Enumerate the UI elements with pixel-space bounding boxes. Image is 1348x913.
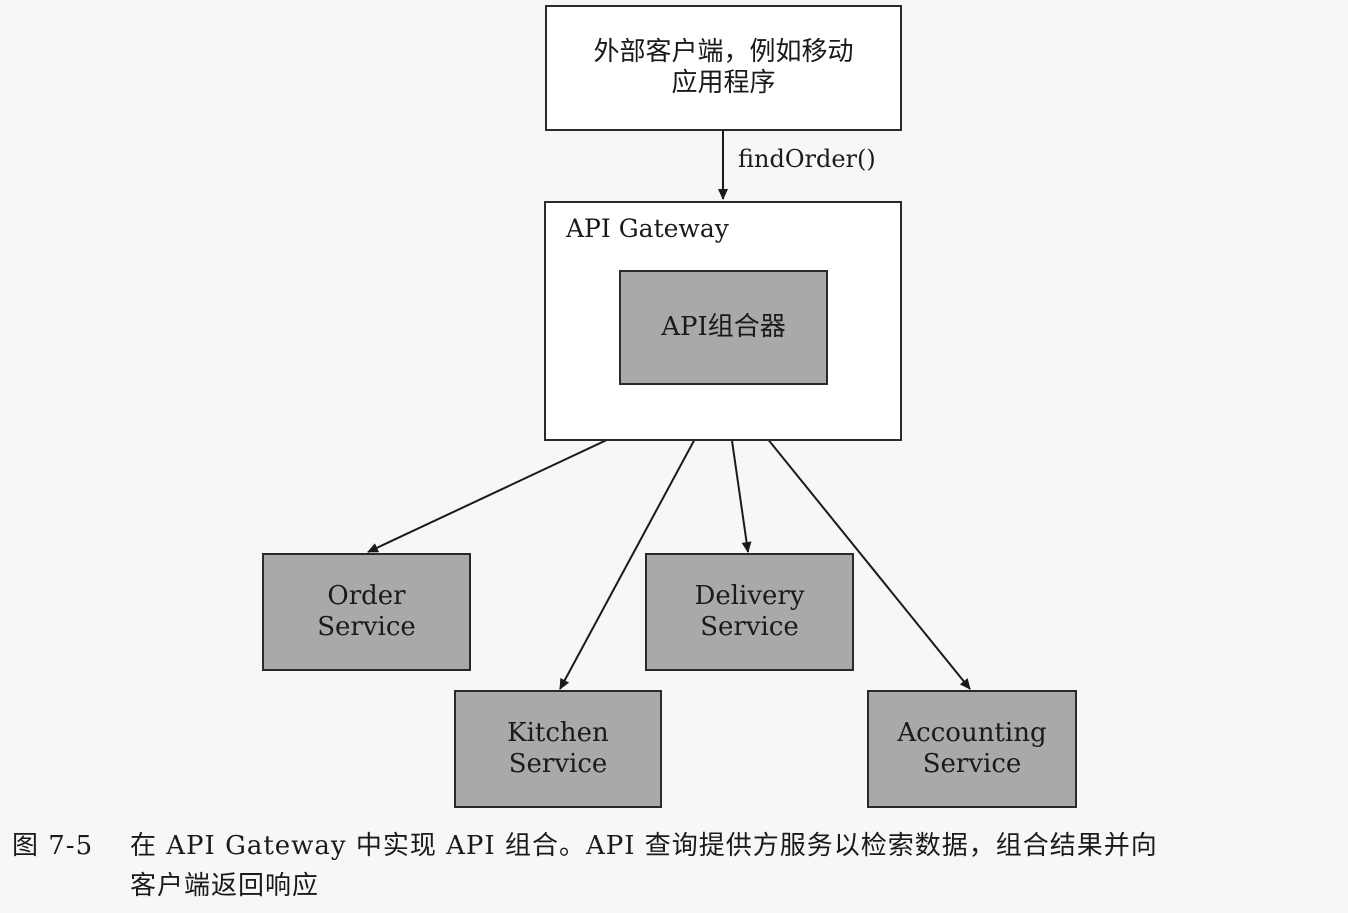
accounting-service-box: Accounting Service — [867, 690, 1077, 808]
order-service-box: Order Service — [262, 553, 471, 671]
api-composer-box: API组合器 — [619, 270, 828, 385]
caption-line-2: 客户端返回响应 — [130, 871, 320, 901]
kitchen-service-label: Kitchen Service — [507, 718, 609, 779]
find-order-call-label: findOrder() — [738, 145, 876, 173]
delivery-service-box: Delivery Service — [645, 553, 854, 671]
delivery-service-label: Delivery Service — [694, 581, 805, 642]
figure-caption: 图 7-5 在 API Gateway 中实现 API 组合。API 查询提供方服… — [12, 826, 1342, 906]
caption-line-1: 在 API Gateway 中实现 API 组合。API 查询提供方服务以检索数… — [130, 831, 1158, 861]
order-service-label: Order Service — [317, 581, 416, 642]
kitchen-service-box: Kitchen Service — [454, 690, 662, 808]
external-client-box: 外部客户端，例如移动 应用程序 — [545, 5, 902, 131]
api-composer-label: API组合器 — [661, 312, 786, 342]
figure-number: 图 7-5 — [12, 831, 94, 861]
accounting-service-label: Accounting Service — [897, 718, 1047, 779]
external-client-label: 外部客户端，例如移动 应用程序 — [593, 37, 854, 98]
api-gateway-label: API Gateway — [566, 214, 729, 243]
